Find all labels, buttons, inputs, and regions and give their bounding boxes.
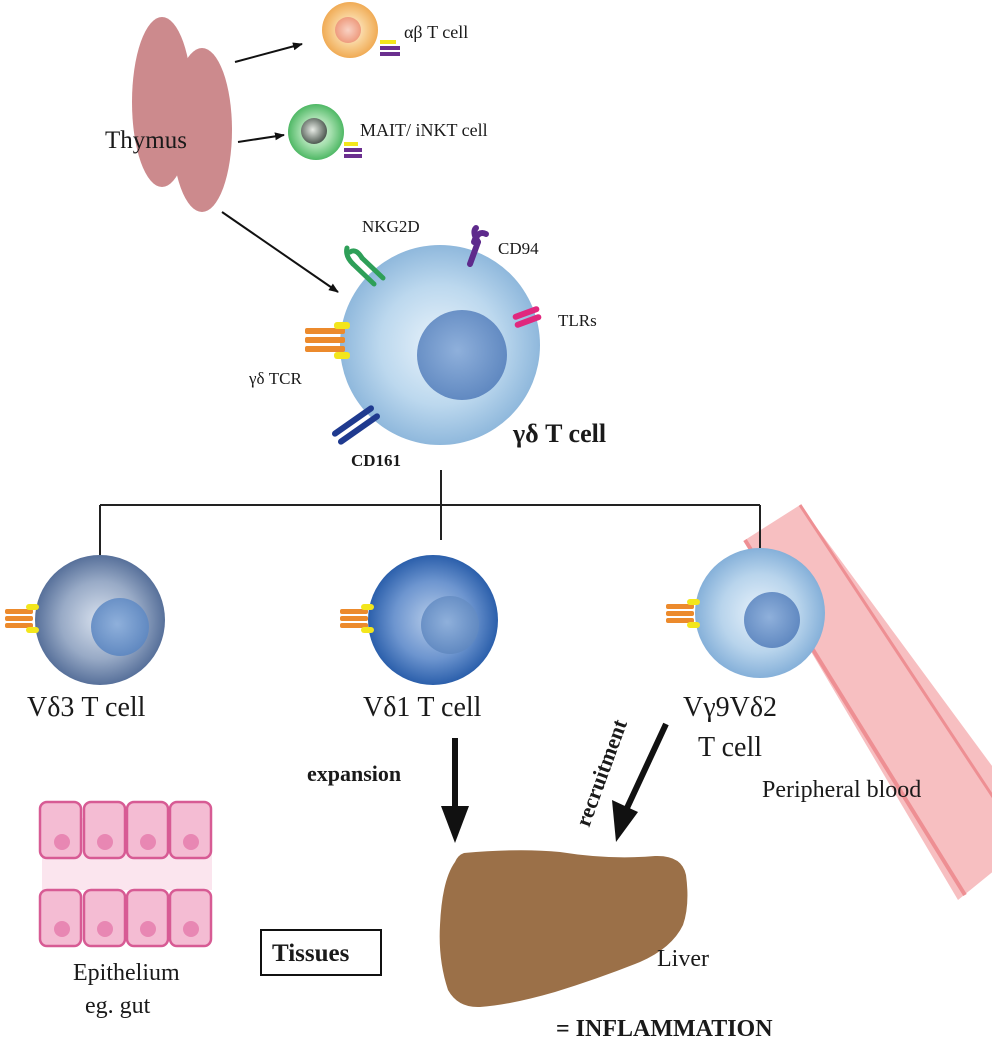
ab-t-cell-label: αβ T cell [404, 22, 468, 42]
cd94-receptor [467, 225, 489, 267]
vd3-label: Vδ3 T cell [27, 692, 146, 723]
expansion-label: expansion [307, 761, 401, 786]
gd-tcr-receptor [305, 322, 350, 359]
nkg2d-receptor [344, 245, 386, 287]
vg9vd2-t-cell [666, 548, 825, 678]
tlrs-receptor [512, 306, 542, 328]
epithelium-illustration [38, 800, 213, 948]
liver-organ [439, 850, 688, 1008]
gd-t-cell [340, 245, 540, 445]
thymus-organ [132, 17, 232, 212]
vg9vd2-tcr-receptor [666, 599, 700, 628]
cd161-receptor [331, 405, 381, 445]
mait-tcr-receptor [344, 142, 362, 158]
epithelium-label-line2: eg. gut [85, 993, 151, 1019]
arrow-thymus-to-gd [221, 211, 339, 293]
tlrs-label: TLRs [558, 311, 597, 330]
vd3-tcr-receptor [5, 604, 39, 633]
nkg2d-label: NKG2D [362, 217, 420, 236]
cd94-label: CD94 [498, 239, 539, 258]
vg9vd2-label-line2: T cell [698, 732, 762, 763]
tissues-label: Tissues [272, 940, 350, 967]
liver-label: Liver [657, 946, 709, 972]
mait-inkt-cell [288, 104, 362, 160]
mait-inkt-cell-label: MAIT/ iNKT cell [360, 120, 488, 140]
arrow-thymus-to-mait [237, 132, 285, 143]
vd1-tcr-receptor [340, 604, 374, 633]
vd1-label: Vδ1 T cell [363, 692, 482, 723]
peripheral-blood-label: Peripheral blood [762, 777, 921, 803]
lineage-connector [99, 470, 761, 555]
gd-tcr-label: γδ TCR [248, 369, 302, 388]
ab-t-cell [322, 2, 400, 58]
arrow-thymus-to-ab [234, 42, 303, 63]
vg9vd2-label-line1: Vγ9Vδ2 [683, 692, 777, 723]
recruitment-arrow [612, 722, 669, 842]
expansion-arrow [441, 738, 469, 843]
vd3-t-cell [5, 555, 165, 685]
gd-t-cell-label: γδ T cell [512, 419, 606, 448]
epithelium-label-line1: Epithelium [73, 960, 180, 986]
thymus-label: Thymus [105, 127, 187, 154]
tissues-box [260, 929, 382, 976]
inflammation-label: = INFLAMMATION [556, 1016, 773, 1042]
cd161-label: CD161 [351, 451, 401, 470]
vd1-t-cell [340, 555, 498, 685]
ab-tcr-receptor [380, 40, 400, 56]
